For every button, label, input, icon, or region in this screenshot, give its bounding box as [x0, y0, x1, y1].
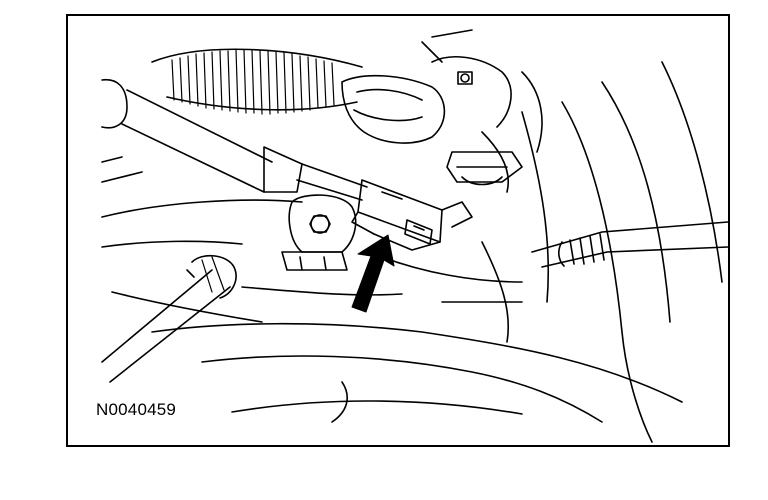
- technical-illustration: [101, 29, 728, 443]
- upper-engine-components: [341, 29, 543, 193]
- figure-id-label: N0040459: [96, 400, 177, 419]
- strut-rod: [101, 78, 368, 201]
- electrical-connector: [351, 179, 473, 251]
- corrugated-wiring-sleeve: [151, 48, 363, 115]
- right-hose: [531, 221, 728, 268]
- figure-frame: [66, 14, 730, 447]
- callout-arrow: [351, 234, 395, 313]
- lower-pipe: [101, 254, 237, 383]
- mounting-bracket: [281, 194, 357, 271]
- frame-structure: [101, 61, 723, 443]
